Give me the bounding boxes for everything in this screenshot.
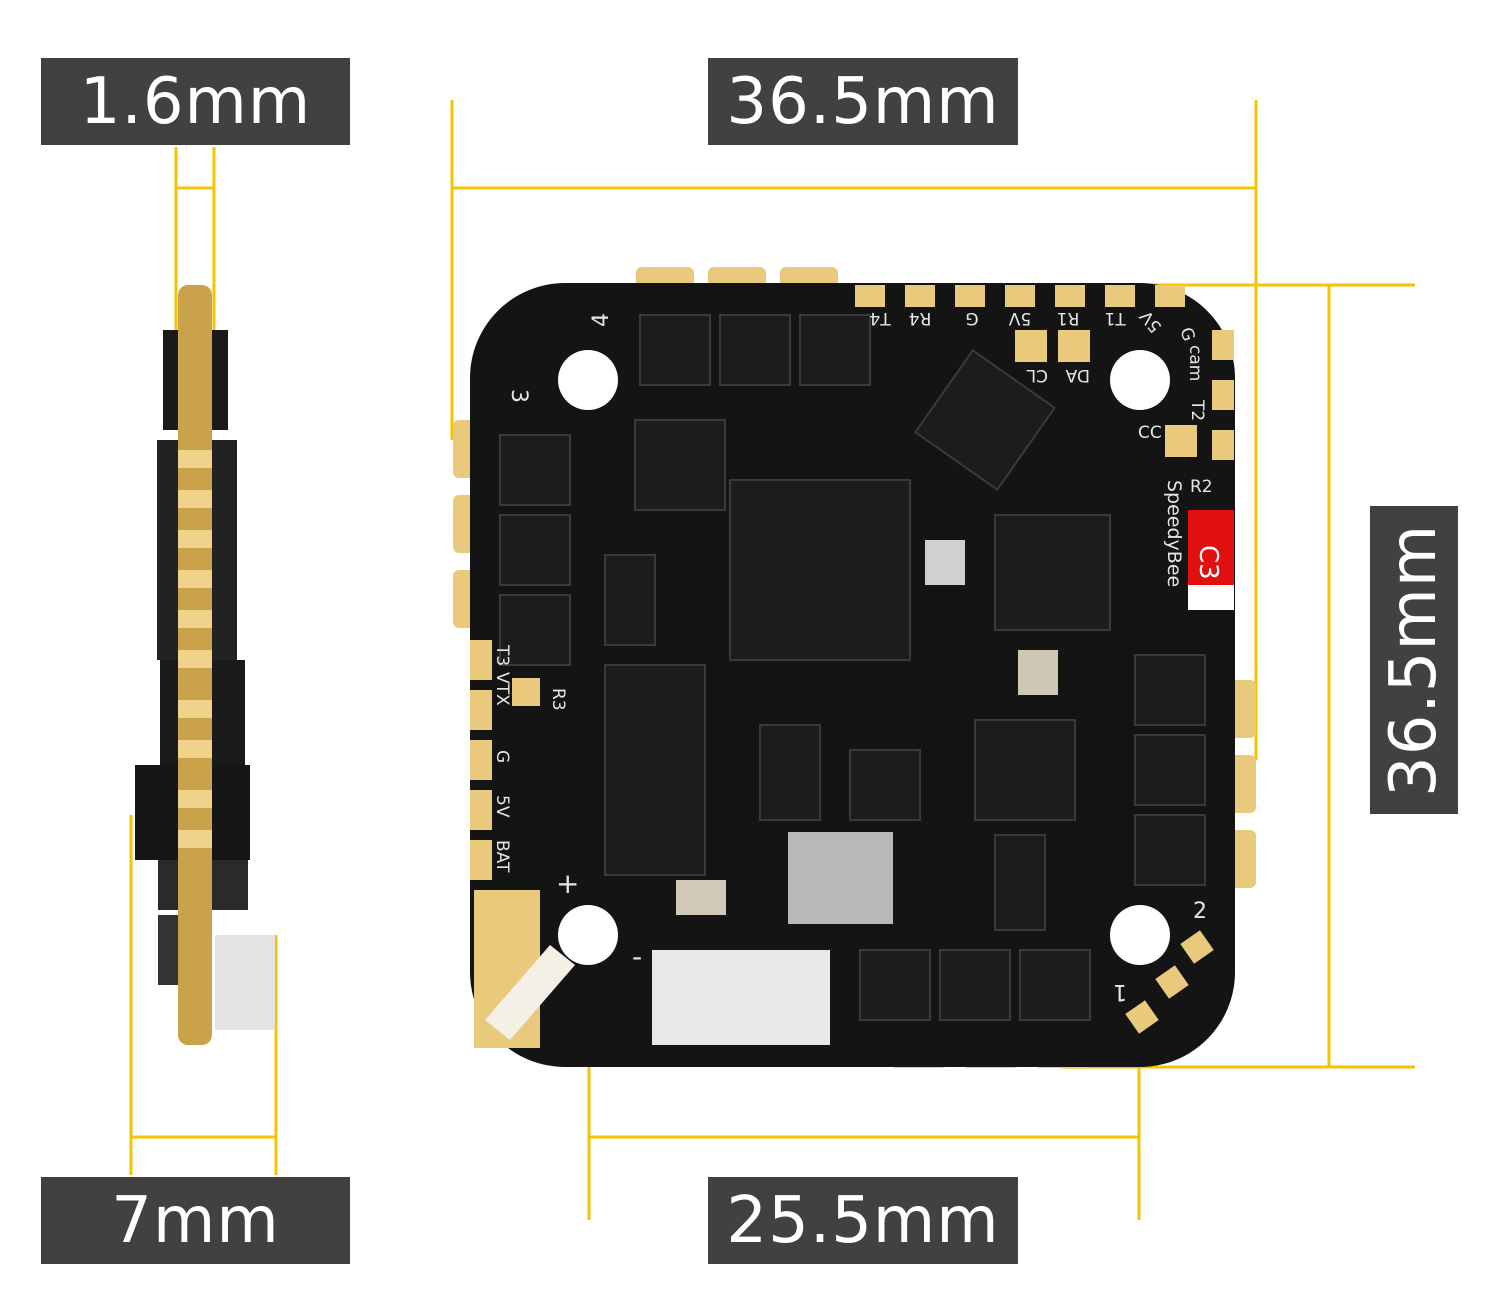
pad-label: G	[492, 750, 512, 763]
pad-label: BAT	[492, 840, 512, 873]
pad-label: CL	[1026, 365, 1048, 385]
mounting-holes	[558, 350, 1170, 965]
pad-label: 5V	[1008, 308, 1031, 328]
height-label: 36.5mm	[1370, 506, 1458, 814]
pad-label: G	[965, 308, 978, 328]
motor-number: 4	[589, 313, 614, 327]
chip-badge	[1188, 510, 1234, 585]
thickness-label: 1.6mm	[41, 58, 350, 145]
pad-label: 5V	[492, 795, 512, 818]
motor-number: 2	[1193, 899, 1207, 924]
pad-label: VTX	[492, 672, 512, 706]
pad-label: R1	[1057, 308, 1080, 328]
motor-number: 3	[506, 389, 531, 403]
pad-label: CC	[1138, 423, 1162, 443]
side-view	[135, 285, 275, 1045]
pad-label: R2	[1190, 477, 1213, 497]
badge-label: C3	[1193, 545, 1223, 580]
polarity-plus: +	[556, 867, 579, 900]
polarity-minus: -	[632, 940, 642, 973]
pad-label: R3	[548, 688, 568, 711]
pad-label: G	[1175, 325, 1198, 344]
pad-label: cam	[1185, 345, 1205, 381]
pad-label: T2	[1187, 399, 1207, 421]
brand-label: SpeedyBee	[1163, 480, 1185, 587]
mount-spacing-label: 25.5mm	[708, 1177, 1018, 1264]
silkscreen: T4 R4 G 5V R1 T1 5V G cam T2 CL DA CC R2…	[492, 306, 1223, 1004]
width-label: 36.5mm	[708, 58, 1018, 145]
motor-number: 1	[1113, 979, 1127, 1004]
pad-label: T1	[1104, 308, 1126, 328]
dimension-lines	[129, 100, 1415, 1220]
side-height-label: 7mm	[41, 1177, 350, 1264]
pcb-board	[453, 267, 1256, 1068]
pad-label: R4	[909, 308, 932, 328]
pad-label: T3	[492, 644, 512, 666]
pad-label: T4	[869, 308, 891, 328]
pad-label: DA	[1065, 365, 1090, 385]
